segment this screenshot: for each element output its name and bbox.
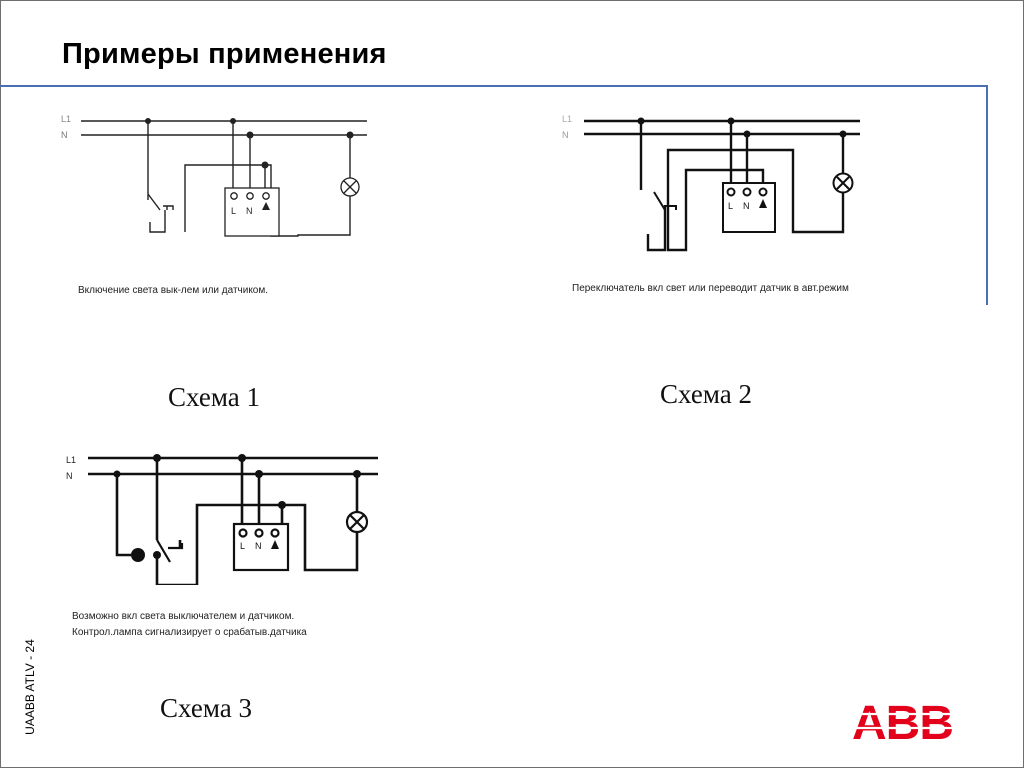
scheme-3-caption-line-2: Контрол.лампа сигнализирует о срабатыв.д… <box>72 627 307 638</box>
changeover-switch-icon <box>653 191 677 211</box>
title-underline <box>0 85 988 87</box>
terminal-label-l: L <box>728 201 733 211</box>
wire-sensor-out <box>184 135 351 237</box>
switch-icon <box>147 193 174 211</box>
title-rule-vertical <box>986 85 988 305</box>
scheme-1-caption: Включение света вык-лем или датчиком. <box>78 285 269 296</box>
scheme-1-label: Схема 1 <box>168 382 260 412</box>
wire-aux <box>282 474 359 572</box>
terminal-label-l: L <box>231 206 236 216</box>
scheme-2-diagram: L1 N L N <box>558 110 878 260</box>
scheme-1-diagram: L1 N L N <box>55 110 385 250</box>
page-title: Примеры применения <box>62 38 387 70</box>
switch-icon <box>156 539 184 563</box>
bus-label-n: N <box>66 471 73 481</box>
bus-label-n: N <box>562 130 569 140</box>
terminal-label-n: N <box>255 541 262 551</box>
wire-indicator <box>115 474 138 557</box>
wire-switch-out <box>666 148 765 252</box>
bus-label-l1: L1 <box>66 455 76 465</box>
lamp-icon <box>340 177 360 197</box>
bell-icon <box>759 199 767 208</box>
bell-icon <box>262 202 270 210</box>
bus-label-l1: L1 <box>562 114 572 124</box>
terminal-label-n: N <box>246 206 253 216</box>
terminal-label-n: N <box>743 201 750 211</box>
sensor-block <box>232 522 290 572</box>
wire-switch <box>639 121 667 252</box>
scheme-3-caption-line-1: Возможно вкл света выключателем и датчик… <box>72 611 295 622</box>
wire-aux <box>673 134 845 234</box>
abb-logo-text: ABB <box>852 700 953 742</box>
bus-label-n: N <box>61 130 68 140</box>
bus-label-l1: L1 <box>61 114 71 124</box>
wire-switch <box>147 121 166 233</box>
terminal-label-l: L <box>240 541 245 551</box>
lamp-icon <box>345 510 369 534</box>
abb-logo: ABB <box>852 697 964 750</box>
slide-number: UAABB ATLV - 24 <box>23 639 37 735</box>
scheme-3-label: Схема 3 <box>160 693 252 723</box>
sensor-block <box>224 187 280 237</box>
scheme-2-caption: Переключатель вкл свет или переводит дат… <box>572 283 849 294</box>
scheme-2-label: Схема 2 <box>660 379 752 409</box>
indicator-lamp-icon <box>131 548 145 562</box>
bell-icon <box>271 540 279 549</box>
scheme-3-diagram: L1 N L N <box>60 445 390 585</box>
lamp-icon <box>832 172 854 194</box>
